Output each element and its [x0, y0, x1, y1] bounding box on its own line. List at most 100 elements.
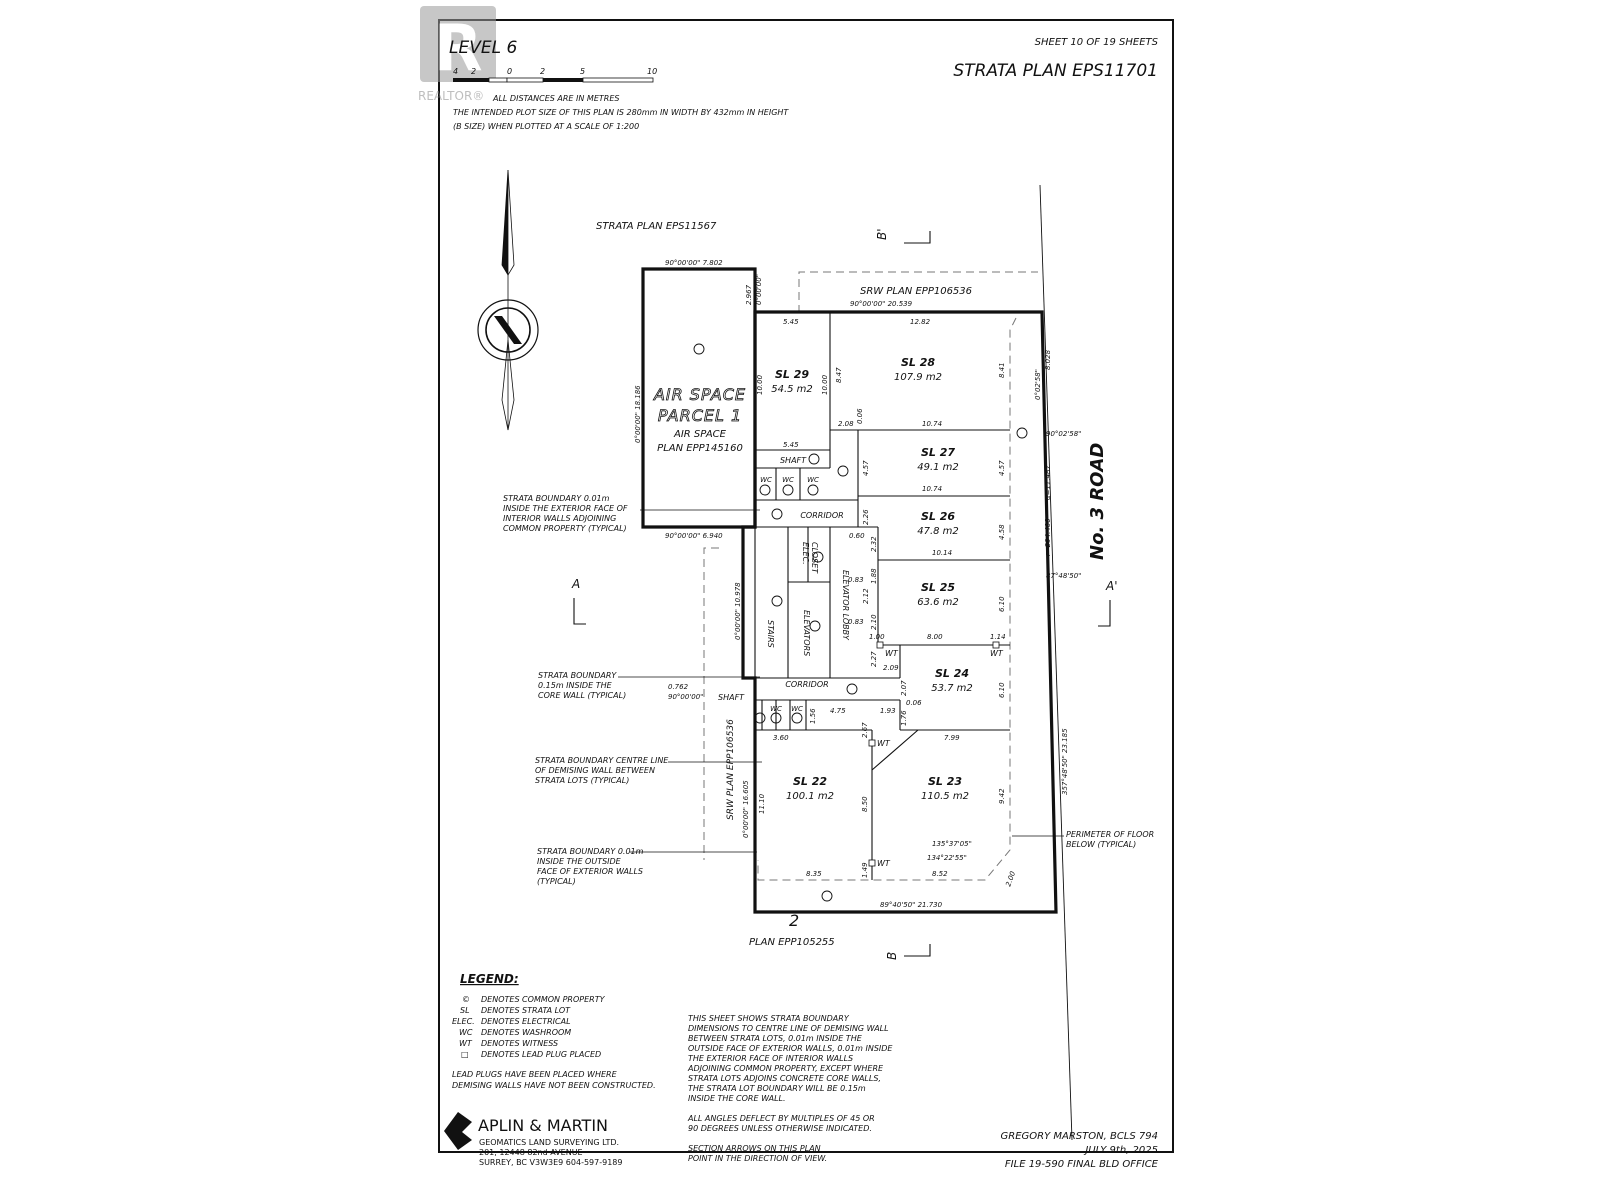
room-elevators: ELEVATORS	[802, 610, 811, 656]
svg-text:8.47: 8.47	[835, 367, 843, 383]
svg-text:R: R	[433, 12, 482, 86]
svg-text:4.57: 4.57	[862, 460, 870, 476]
svg-text:DENOTES COMMON PROPERTY: DENOTES COMMON PROPERTY	[481, 995, 606, 1004]
room-elevator-lobby: ELEVATOR LOBBY	[841, 570, 850, 641]
interior-walls	[755, 312, 1010, 880]
callout-boundary-centre: STRATA BOUNDARY CENTRE LINE OF DEMISING …	[535, 756, 762, 785]
svg-text:2.67: 2.67	[861, 722, 869, 738]
svg-text:6.10: 6.10	[998, 596, 1006, 612]
notes-block: THIS SHEET SHOWS STRATA BOUNDARY DIMENSI…	[687, 1014, 893, 1163]
svg-text:THE STRATA LOT BOUNDARY WILL B: THE STRATA LOT BOUNDARY WILL BE 0.15m	[688, 1084, 866, 1093]
room-elec: ELEC.	[801, 542, 810, 565]
svg-text:ELEC.: ELEC.	[452, 1017, 475, 1026]
svg-text:4.75: 4.75	[830, 707, 846, 715]
room-corridor-top: CORRIDOR	[800, 511, 843, 520]
svg-text:WT: WT	[459, 1039, 473, 1048]
svg-text:(TYPICAL): (TYPICAL)	[537, 877, 576, 886]
scale-tick: 2	[540, 67, 545, 76]
svg-text:r=294.400: r=294.400	[1044, 518, 1052, 556]
company-name: APLIN & MARTIN	[478, 1116, 608, 1135]
svg-text:90°00'00": 90°00'00"	[668, 693, 703, 701]
section-marker-b-bottom: B	[885, 944, 931, 960]
svg-text:A: A	[571, 577, 580, 591]
lot-label: SL 22	[793, 775, 827, 788]
svg-text:134°22'55": 134°22'55"	[927, 854, 967, 862]
scale-tick: 2	[471, 67, 476, 76]
witness-label: WT	[877, 859, 891, 868]
lot-area: 107.9 m2	[894, 372, 942, 383]
room-wc: WC	[791, 705, 803, 713]
company-sub: GEOMATICS LAND SURVEYING LTD.	[479, 1138, 619, 1147]
room-shaft: SHAFT	[780, 456, 807, 465]
svg-text:FACE OF EXTERIOR WALLS: FACE OF EXTERIOR WALLS	[537, 867, 643, 876]
svg-text:0.15m INSIDE THE: 0.15m INSIDE THE	[538, 681, 613, 690]
svg-text:COMMON PROPERTY (TYPICAL): COMMON PROPERTY (TYPICAL)	[503, 524, 627, 533]
room-stairs: STAIRS	[766, 620, 775, 648]
north-arrow-icon	[477, 169, 539, 431]
svg-text:0.762: 0.762	[668, 683, 689, 691]
svg-text:BETWEEN STRATA LOTS, 0.01m INS: BETWEEN STRATA LOTS, 0.01m INSIDE THE	[688, 1034, 863, 1043]
company-logo: APLIN & MARTIN GEOMATICS LAND SURVEYING …	[444, 1112, 622, 1167]
lot-label: SL 29	[775, 368, 809, 381]
lot-label: SL 25	[921, 581, 955, 594]
svg-text:8.41: 8.41	[998, 362, 1006, 378]
scale-tick: 0	[507, 67, 512, 76]
note-scale: (B SIZE) WHEN PLOTTED AT A SCALE OF 1:20…	[453, 122, 639, 131]
common-property-icon	[693, 343, 705, 355]
scale-tick: 10	[647, 67, 657, 76]
svg-text:4.57: 4.57	[998, 460, 1006, 476]
svg-text:B': B'	[875, 228, 889, 240]
svg-text:89°40'50" 21.730: 89°40'50" 21.730	[880, 901, 943, 909]
plan-title: STRATA PLAN EPS11701	[953, 61, 1158, 81]
svg-text:90°02'58": 90°02'58"	[1046, 430, 1081, 438]
svg-text:0.06: 0.06	[856, 408, 864, 424]
lot-area: 54.5 m2	[771, 384, 813, 395]
svg-text:1.49: 1.49	[861, 862, 869, 878]
air-space-parcel: PARCEL 1	[658, 406, 742, 425]
floor-below-perimeter	[757, 317, 1017, 881]
svg-text:DENOTES STRATA LOT: DENOTES STRATA LOT	[481, 1006, 571, 1015]
signature-block: GREGORY MARSTON, BCLS 794 JULY 9th, 2025…	[1001, 1131, 1159, 1170]
svg-text:STRATA LOTS ADJOINS CONCRETE C: STRATA LOTS ADJOINS CONCRETE CORE WALLS,	[688, 1074, 881, 1083]
svg-text:1.00: 1.00	[869, 633, 885, 641]
svg-text:8.028: 8.028	[1044, 349, 1052, 370]
svg-text:90 DEGREES UNLESS OTHERWISE IN: 90 DEGREES UNLESS OTHERWISE INDICATED.	[688, 1124, 872, 1133]
srw-north-boundary	[798, 271, 1038, 313]
company-address: 201, 12448 82nd AVENUE	[479, 1148, 583, 1157]
svg-text:REALTOR®: REALTOR®	[418, 89, 484, 103]
air-space-sub: AIR SPACE	[673, 429, 727, 440]
witness-label: WT	[877, 739, 891, 748]
srw-plan-west: SRW PLAN EPP106536	[726, 719, 736, 820]
lot-area: 110.5 m2	[921, 791, 969, 802]
svg-text:10.14: 10.14	[932, 549, 952, 557]
svg-text:DENOTES ELECTRICAL: DENOTES ELECTRICAL	[481, 1017, 571, 1026]
svg-text:WC: WC	[459, 1028, 473, 1037]
svg-text:A': A'	[1105, 579, 1118, 593]
svg-text:ALL ANGLES DEFLECT BY MULTIPLE: ALL ANGLES DEFLECT BY MULTIPLES OF 45 OR	[687, 1114, 875, 1123]
level-title: LEVEL 6	[449, 38, 517, 58]
room-wc: WC	[770, 705, 782, 713]
svg-text:OUTSIDE FACE OF EXTERIOR WALLS: OUTSIDE FACE OF EXTERIOR WALLS, 0.01m IN…	[688, 1044, 893, 1053]
sheet-number: SHEET 10 OF 19 SHEETS	[1035, 37, 1159, 48]
building-outline	[741, 310, 1058, 914]
svg-text:2.12: 2.12	[862, 588, 870, 604]
svg-text:1.93: 1.93	[880, 707, 896, 715]
svg-text:357°48'50" 23.185: 357°48'50" 23.185	[1061, 728, 1069, 795]
svg-text:DIMENSIONS TO CENTRE LINE OF D: DIMENSIONS TO CENTRE LINE OF DEMISING WA…	[688, 1024, 889, 1033]
scale-bar: 4 2 0 2 5 10	[453, 67, 657, 83]
svg-text:90°00'00" 7.802: 90°00'00" 7.802	[665, 259, 723, 267]
svg-text:0°02'58": 0°02'58"	[1034, 369, 1042, 400]
room-wc: WC	[782, 476, 794, 484]
svg-text:7.99: 7.99	[944, 734, 960, 742]
svg-text:OF DEMISING WALL BETWEEN: OF DEMISING WALL BETWEEN	[535, 766, 655, 775]
callout-boundary-core: STRATA BOUNDARY 0.15m INSIDE THE CORE WA…	[538, 671, 760, 700]
lot-area: 49.1 m2	[917, 462, 959, 473]
svg-text:1.88: 1.88	[870, 568, 878, 584]
company-address-2: SURREY, BC V3W3E9 604-597-9189	[479, 1158, 622, 1167]
svg-text:DENOTES LEAD PLUG PLACED: DENOTES LEAD PLUG PLACED	[481, 1050, 601, 1059]
svg-text:INSIDE THE OUTSIDE: INSIDE THE OUTSIDE	[537, 857, 622, 866]
svg-text:DENOTES WITNESS: DENOTES WITNESS	[481, 1039, 558, 1048]
lot-area: 100.1 m2	[786, 791, 834, 802]
